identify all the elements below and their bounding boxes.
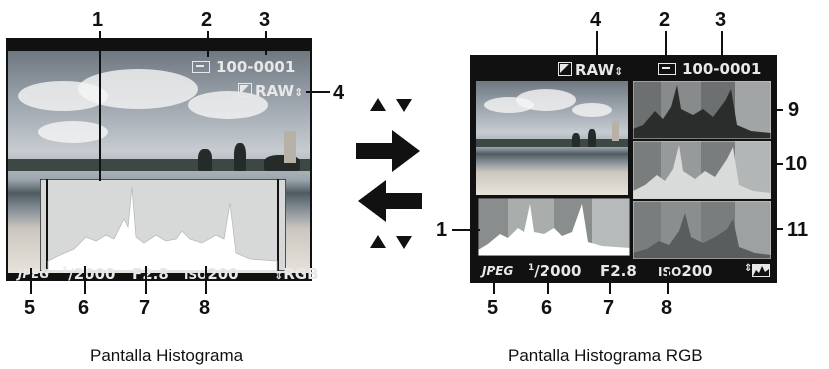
left-aperture: F2.8: [132, 265, 169, 283]
callout-1-right: 1: [436, 219, 448, 241]
callout-4-left: 4: [333, 82, 345, 104]
left-caption: Pantalla Histograma: [90, 346, 244, 365]
callout-1-left: 1: [92, 9, 104, 31]
key-protect-icon: [192, 61, 210, 73]
right-arrow-icon: [356, 130, 420, 172]
right-raw-label: RAW: [575, 61, 615, 79]
left-file-number: 100-0001: [216, 58, 296, 76]
key-protect-icon: [658, 63, 676, 75]
histogram-toggle-icon: ⇕: [744, 263, 770, 277]
right-display: RAW⇕ 100-0001: [470, 55, 777, 283]
down-arrow-icon: [396, 236, 412, 249]
right-aperture: F2.8: [600, 262, 637, 280]
callout-6-left: 6: [78, 297, 90, 319]
left-raw-info: RAW⇕: [238, 82, 303, 99]
callout-5-left: 5: [24, 297, 36, 319]
right-caption: Pantalla Histograma RGB: [508, 346, 703, 365]
callout-5-right: 5: [487, 297, 499, 319]
right-shutter: 1/2000: [528, 262, 582, 280]
right-file-number: 100-0001: [682, 60, 762, 78]
callout-10: 10: [785, 153, 808, 175]
right-histogram-luminance: [478, 198, 630, 256]
callout-4-right: 4: [590, 9, 602, 31]
left-shutter: 1/2000: [62, 265, 116, 283]
right-iso: ISO200: [658, 262, 713, 280]
down-arrow-icon: [396, 99, 412, 112]
left-display: 100-0001 RAW⇕ JPEG 1/2000 F2.8 ISO200 ⇕R…: [6, 38, 319, 283]
right-histogram-blue: [633, 201, 771, 259]
up-arrow-icon: [370, 98, 386, 111]
left-mode: ⇕RGB: [274, 265, 319, 283]
left-status-bar: JPEG 1/2000 F2.8 ISO200 ⇕RGB: [14, 265, 319, 283]
up-arrow-icon: [370, 235, 386, 248]
callout-11: 11: [787, 219, 809, 241]
left-raw-label: RAW: [255, 82, 295, 100]
callout-2-left: 2: [201, 9, 213, 31]
right-raw-info: RAW⇕: [558, 61, 623, 78]
callout-3-right: 3: [715, 9, 727, 31]
callout-9: 9: [788, 99, 800, 121]
right-histogram-red: [633, 81, 771, 139]
right-file-info: 100-0001: [658, 62, 761, 77]
callout-7-right: 7: [603, 297, 615, 319]
callout-3-left: 3: [259, 9, 271, 31]
left-histogram: [40, 179, 286, 271]
callout-2-right: 2: [659, 9, 671, 31]
callout-8-right: 8: [661, 297, 673, 319]
right-photo: [476, 81, 628, 195]
callout-7-left: 7: [139, 297, 151, 319]
callout-6-right: 6: [541, 297, 553, 319]
right-status-bar: JPEG 1/2000 F2.8 ISO200 ⇕: [478, 262, 774, 280]
ev-compensation-icon: [238, 83, 252, 97]
left-iso: ISO200: [184, 265, 239, 283]
ev-compensation-icon: [558, 62, 572, 76]
callout-8-left: 8: [199, 297, 211, 319]
left-file-info: 100-0001: [192, 60, 295, 75]
left-arrow-icon: [358, 180, 422, 222]
left-format: JPEG: [18, 267, 50, 281]
right-histogram-green: [633, 141, 771, 199]
right-format: JPEG: [482, 264, 514, 278]
